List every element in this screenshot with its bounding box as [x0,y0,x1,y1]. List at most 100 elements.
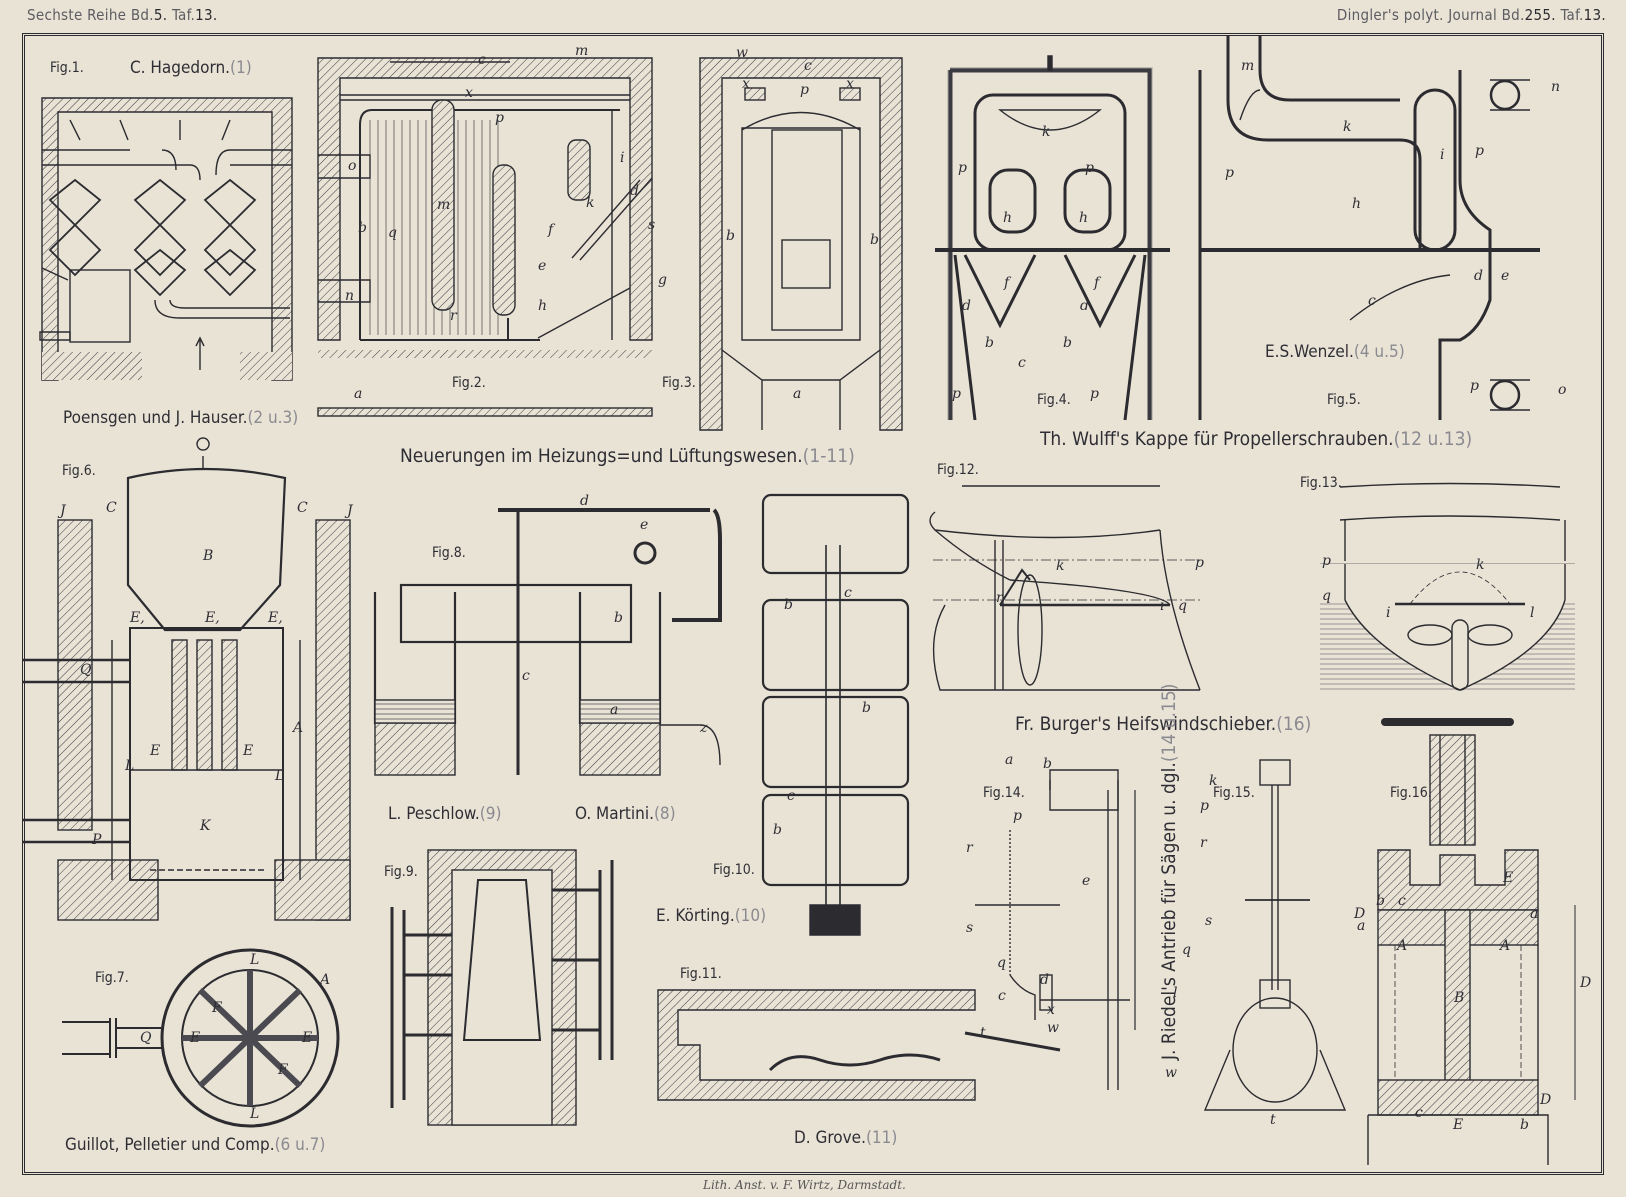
journal-plate-prefix: Taf. [1560,6,1584,24]
part-label: r [450,308,457,324]
fig-label-9: Fig.9. [384,864,418,880]
part-label: E [190,1030,201,1046]
fig5-drawing [1198,35,1540,420]
burger-title: Fr. Burger's Heifswindschieber.(16) [1015,713,1312,735]
journal-label: Dingler's polyt. Journal Bd. [1336,6,1525,24]
part-label: E [243,743,254,759]
wulff-title: Th. Wulff's Kappe für Propellerschrauben… [1040,428,1473,450]
part-label: E, [268,610,283,626]
part-label: p [495,110,504,126]
plate-prefix: Taf. [171,6,196,24]
fig-label-6: Fig.6. [62,463,96,479]
part-label: e [640,517,649,533]
part-label: m [1241,58,1255,74]
credit-poensgen: Poensgen und J. Hauser.(2 u.3) [63,408,299,428]
part-label: p [1085,160,1094,176]
part-label: t [980,1025,986,1041]
part-label: p [958,160,967,176]
fig11-drawing [657,989,976,1101]
part-label: p [1195,555,1204,571]
part-label: L [250,952,260,968]
header-right: Dingler's polyt. Journal Bd.255. Taf.13. [1337,6,1606,24]
fig8-drawing [373,508,722,776]
part-label: E, [130,610,145,626]
part-label: d [1040,972,1049,988]
fig-label-16: Fig.16. [1390,785,1432,801]
fig1-drawing [39,97,293,381]
part-label: w [736,45,748,61]
part-label: f [548,222,554,238]
journal-plate-number: 13. [1583,6,1606,24]
credit-guillot: Guillot, Pelletier und Comp.(6 u.7) [65,1135,326,1155]
part-label: A [293,720,304,736]
part-label: w [1047,1020,1059,1036]
credit-grove: D. Grove.(11) [794,1128,898,1148]
fig-label-1: Fig.1. [50,60,84,76]
fig-label-10: Fig.10. [713,862,755,878]
credit-martini: O. Martini.(8) [575,804,676,824]
fig15-drawing [1203,759,1347,1111]
part-label: f [1004,275,1010,291]
part-label: B [1454,990,1465,1006]
part-label: D [1540,1092,1552,1108]
plate-number: 13. [195,6,218,24]
part-label: d [630,183,639,199]
fig10-drawing [761,493,910,936]
part-label: s [1205,913,1213,929]
part-label: x [465,85,473,101]
part-label: i [1160,598,1165,614]
part-label: p [1475,143,1484,159]
part-label: k [586,195,595,211]
part-label: x [846,76,854,92]
main-title: Neuerungen im Heizungs=und Lüftungswesen… [400,445,855,467]
fig-label-8: Fig.8. [432,545,466,561]
part-label: a [1530,906,1539,922]
journal-volume: 255. [1524,6,1556,24]
fig-label-12: Fig.12. [937,462,979,478]
part-label: m [437,197,451,213]
fig14-drawing [964,769,1136,1090]
part-label: f [1094,275,1100,291]
part-label: L [250,1106,260,1122]
part-label: c [522,668,530,684]
part-label: r [996,590,1003,606]
part-label: e [1082,873,1091,889]
part-label: r [966,840,973,856]
part-label: b [862,700,871,716]
part-label: e [1501,268,1510,284]
part-label: b [614,610,623,626]
fig4-drawing [935,55,1170,422]
fig-label-13: Fig.13. [1300,475,1342,491]
part-label: b [1520,1117,1529,1133]
part-label: q [388,225,397,241]
part-label: b [870,232,879,248]
fig3-drawing [699,57,903,431]
part-label: m [575,43,589,59]
part-label: J [347,503,353,519]
part-label: d [962,298,971,314]
part-label: J [60,503,66,519]
part-label: o [1558,382,1567,398]
part-label: b [1043,756,1052,772]
part-label: h [1079,210,1089,226]
part-label: D [1580,975,1592,991]
printer-credit: Lith. Anst. v. F. Wirtz, Darmstadt. [703,1178,906,1192]
fig-label-4: Fig.4. [1037,392,1071,408]
part-label: a [793,386,802,402]
fig6-drawing [22,437,351,921]
credit-peschlow: L. Peschlow.(9) [388,804,502,824]
credit-hagedorn: C. Hagedorn.(1) [130,58,252,78]
fig9-drawing [390,849,614,1126]
part-label: q [997,955,1006,971]
part-label: E [1453,1117,1464,1133]
fig-label-3: Fig.3. [662,375,696,391]
part-label: b [1376,893,1385,909]
part-label: z [700,720,708,736]
part-label: p [1470,378,1479,394]
part-label: p [1322,553,1331,569]
part-label: A [1500,938,1511,954]
part-label: h [1003,210,1013,226]
part-label: n [1551,79,1561,95]
part-label: i [1440,147,1445,163]
part-label: p [1013,808,1022,824]
